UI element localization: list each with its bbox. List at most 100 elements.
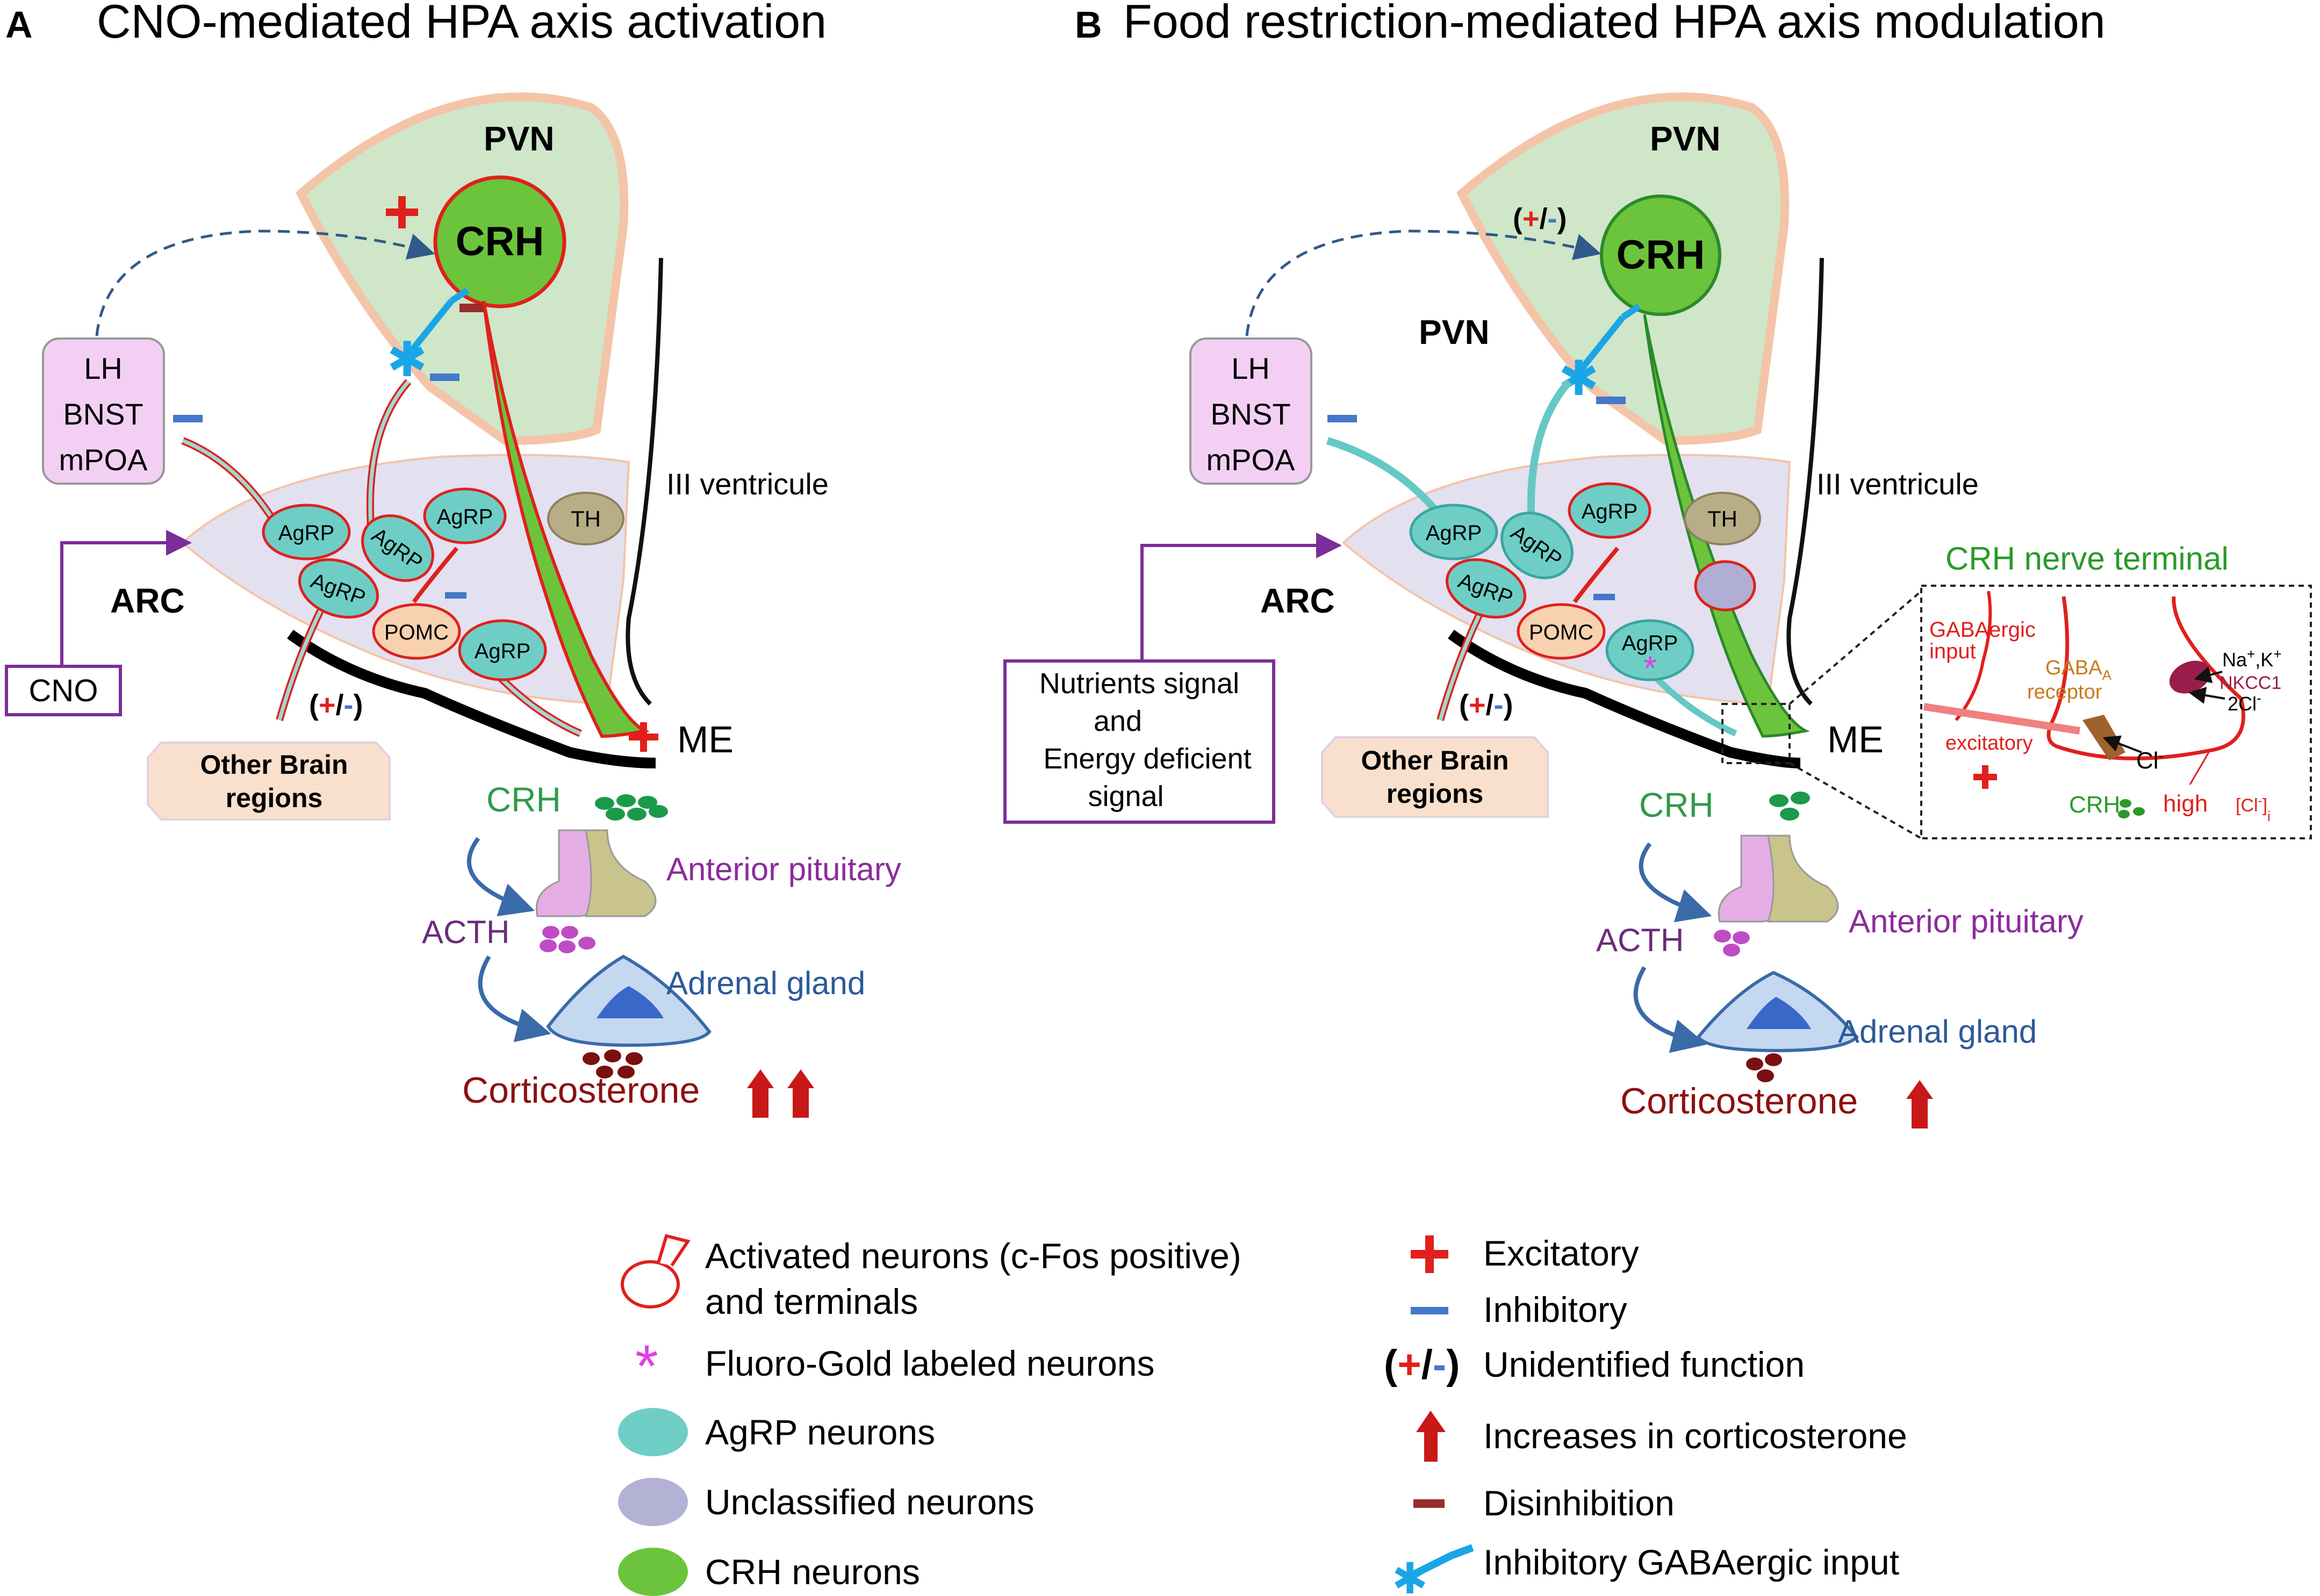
median-eminence-floor [287,629,656,768]
legend-gabaergic-text: Inhibitory GABAergic input [1483,1542,1899,1582]
agrp-label: AgRP [437,505,493,529]
pomc-label: POMC [384,621,449,644]
legend-activated-line2: and terminals [705,1282,918,1321]
legend-excitatory-text: Excitatory [1483,1233,1639,1273]
acth-granules [1714,930,1750,957]
crh-neuron [433,175,566,308]
panel-a: A CNO-mediated HPA axis activation PVN A… [5,0,901,1118]
corticosterone-label: Corticosterone [462,1070,700,1111]
unidentified-function-label: (+/-) [309,689,363,721]
nutrients-line4: signal [1088,780,1163,813]
terminal-zoom-box [1721,703,1791,764]
corticosterone-granules [583,1049,643,1079]
inhibitory-mark [445,592,466,599]
th-neuron [547,492,624,545]
inset-crh-label: CRH [2069,792,2120,818]
legend-item-disinhibition: Disinhibition [1413,1483,1675,1523]
gaba-receptor-label-2: receptor [2027,681,2102,703]
source-mpoa: mPOA [1206,443,1296,477]
agrp-neuron [423,487,507,544]
lh-bnst-mpoa-box [1189,337,1312,485]
agrp-fiber [1527,379,1572,527]
unidentified-function-label: (+/-) [1513,203,1567,235]
pvn-side-label: PVN [1419,313,1490,351]
ion-in-arrow [2188,687,2225,704]
source-bnst: BNST [1210,397,1290,431]
crh-label: CRH [456,219,544,264]
other-brain-regions-box [1321,736,1549,818]
inhibitory-mark [430,373,459,381]
agrp-neuron [1445,558,1527,619]
agrp-fiber [1653,674,1737,737]
crh-nerve-terminal-inset: CRH nerve terminal GABAergic input GABAA… [1920,541,2312,839]
me-label: ME [1827,718,1884,760]
corticosterone-label: Corticosterone [1620,1081,1858,1121]
corticosterone-granules [1746,1053,1782,1082]
agrp-fiber [368,380,410,527]
agrp-label: AgRP [278,521,335,545]
legend-item-unclassified: Unclassified neurons [618,1478,1035,1526]
legend-item-activated: Activated neurons (c-Fos positive) and t… [621,1234,1241,1321]
legend-item-excitatory: Excitatory [1411,1233,1639,1273]
pomc-neuron [1517,603,1606,660]
two-cl-label: 2Cl- [2228,690,2261,715]
inset-crh-granules [2118,799,2145,818]
acth-label: ACTH [1596,922,1684,958]
svg-text:(+/-): (+/-) [1384,1342,1460,1387]
cno-box [5,665,122,716]
adrenal-label: Adrenal gland [666,965,865,1001]
agrp-neuron [458,619,547,681]
median-eminence-floor [1448,629,1801,768]
pvn-label: PVN [484,119,555,158]
legend-activated-line1: Activated neurons (c-Fos positive) [705,1236,1241,1276]
cno-input-arrow [60,530,192,666]
crh-granules [1769,792,1810,821]
other-brain-regions-box [147,742,391,821]
adrenal-medulla-shape [597,986,664,1018]
agrp-label: AgRP [1622,631,1678,655]
gabaergic-input-fiber [406,287,470,357]
excitatory-text: excitatory [1945,732,2033,754]
legend-unidentified-text: Unidentified function [1483,1345,1805,1384]
panel-a-letter: A [5,4,33,46]
source-bnst: BNST [63,397,143,431]
panel-b-letter: B [1075,4,1102,46]
lh-to-crh-dashed-arrow [95,229,435,336]
third-ventricle-wall [1786,257,1824,706]
legend-fluoro-gold-text: Fluoro-Gold labeled neurons [705,1343,1155,1383]
agrp-label: AgRP [1426,521,1482,545]
agrp-fiber [412,547,459,603]
crh-neuron [1600,195,1721,316]
increase-arrow [1906,1080,1933,1128]
other-regions-line1: Other Brain [200,750,348,780]
crh-to-acth-arrow [1639,842,1712,923]
nkcc1-label: NKCC1 [2220,673,2281,693]
panel-a-title: CNO-mediated HPA axis activation [97,0,827,48]
agrp-neuron [1500,512,1574,579]
third-ventricle-wall [626,257,663,706]
crh-to-acth-arrow [466,837,535,917]
gabaergic-star: ✱ [387,333,427,387]
unclassified-neuron [1694,560,1756,612]
svg-text:*: * [635,1333,658,1399]
legend-item-inhibitory: Inhibitory [1411,1290,1627,1329]
th-neuron [1684,492,1761,545]
legend-disinhibition-text: Disinhibition [1483,1483,1675,1523]
pvn-label: PVN [1650,119,1721,158]
excitatory-mark [1982,765,1988,789]
source-lh: LH [84,351,123,385]
adrenal-label: Adrenal gland [1838,1013,2037,1049]
th-label: TH [571,506,601,531]
presynaptic-membrane [1955,591,1992,721]
pomc-label: POMC [1529,621,1593,644]
disinhibition-mark [459,304,485,312]
lh-bnst-mpoa-box [42,337,165,485]
legend-item-increase: Increases in corticosterone [1416,1411,1907,1462]
me-label: ME [677,718,734,760]
nutrients-input-arrow [1140,533,1342,661]
ventricle-label: III ventricule [1816,467,1979,501]
increase-arrows [747,1069,814,1118]
legend-increase-text: Increases in corticosterone [1483,1416,1907,1456]
fluoro-gold-asterisk: * [1643,649,1657,687]
gaba-receptor-label: GABAA [2045,657,2112,683]
